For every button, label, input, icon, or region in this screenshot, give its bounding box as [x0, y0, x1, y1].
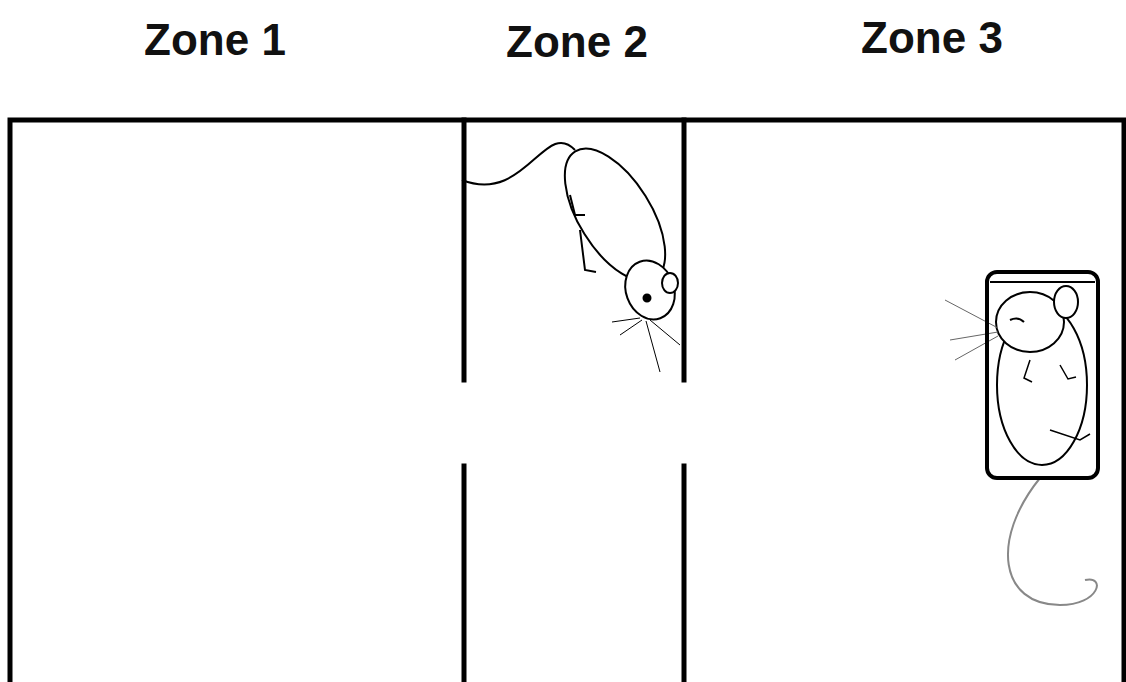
- divider-wall: [682, 120, 687, 380]
- zone-compartment: Zone 1: [10, 120, 464, 682]
- restrained-rat: [945, 272, 1098, 605]
- divider-wall: [462, 466, 467, 682]
- zone-label: Zone 3: [861, 16, 1003, 60]
- divider-wall: [682, 466, 687, 682]
- zone-label: Zone 1: [144, 18, 286, 62]
- free-rat: [462, 132, 685, 372]
- divider-wall: [462, 120, 467, 380]
- outer-wall: [10, 120, 1124, 682]
- zone-label: Zone 2: [506, 20, 648, 64]
- zone-compartment: Zone 2: [464, 120, 684, 682]
- zone-compartment: Zone 3: [684, 120, 1124, 682]
